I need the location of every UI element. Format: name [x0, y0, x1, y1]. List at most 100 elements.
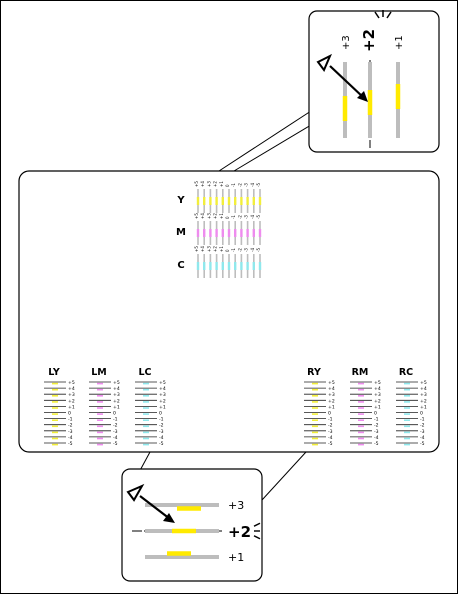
pattern-tick-label: +4 [200, 246, 205, 252]
side-value-label: -4 [374, 435, 379, 441]
pattern-tick-label: -5 [256, 248, 261, 252]
pattern-tick-label: -3 [244, 248, 249, 252]
side-value-label: -5 [420, 441, 425, 447]
side-column-label-lc: LC [138, 367, 151, 378]
pattern-tick-label: 0 [225, 184, 230, 187]
pattern-tick-label: +2 [213, 213, 218, 219]
side-value-label: +4 [420, 386, 427, 392]
side-value-label: -5 [68, 441, 73, 447]
eye-icon [316, 53, 332, 72]
side-value-label: -2 [68, 423, 73, 429]
side-value-label: -1 [328, 417, 333, 423]
pattern-tick-label: +1 [219, 181, 224, 187]
pattern-tick-label: -1 [231, 183, 236, 187]
side-value-label: 0 [374, 411, 377, 417]
side-value-label: +1 [159, 404, 166, 410]
zoom-bottom-emphasis-mark [253, 535, 261, 540]
pattern-tick-label: -5 [256, 183, 261, 187]
zoom-bottom-arrow [139, 495, 171, 520]
arrow-head-icon [163, 513, 175, 523]
arrow-head-icon [357, 91, 368, 102]
zoom-top-emphasis-mark [386, 11, 392, 19]
side-value-label: +2 [159, 398, 166, 404]
side-value-label: +5 [420, 380, 427, 386]
side-value-label: 0 [113, 411, 116, 417]
zoom-box-top: +3+2+1 [308, 10, 440, 153]
side-value-label: -3 [113, 429, 118, 435]
side-value-label: +1 [328, 404, 335, 410]
pattern-tick-label: +2 [213, 181, 218, 187]
side-value-label: +4 [68, 386, 75, 392]
side-value-label: -5 [374, 441, 379, 447]
pattern-tick-label: -2 [237, 183, 242, 187]
side-column-rc: RC +5+4+3+2+10-1-2-3-4-5 [396, 367, 427, 447]
callout-line-top-left [218, 110, 312, 172]
pattern-tick-label: -4 [250, 183, 255, 187]
side-value-label: -4 [420, 435, 425, 441]
pattern-tick-label: -2 [237, 215, 242, 219]
side-column-ry: RY+5+4+3+2+10-1-2-3-4-5 [304, 367, 335, 447]
side-value-label: +2 [420, 398, 427, 404]
zoom-bottom-label-2: +1 [228, 551, 244, 564]
side-value-label: -5 [328, 441, 333, 447]
side-value-label: +2 [68, 398, 75, 404]
pattern-tick-label: -1 [231, 215, 236, 219]
side-value-label: -2 [420, 423, 425, 429]
zoom-box-bottom-frame [121, 468, 263, 582]
side-value-label: -3 [420, 429, 425, 435]
side-value-label: +2 [328, 398, 335, 404]
zoom-top-label-2: +1 [394, 35, 405, 50]
pattern-tick-label: -2 [237, 248, 242, 252]
side-value-label: -3 [68, 429, 73, 435]
zoom-box-bottom: +3+2+1 [121, 468, 263, 582]
side-value-label: +3 [328, 392, 335, 398]
pattern-tick-label: -1 [231, 248, 236, 252]
zoom-bottom-label-0: +3 [228, 499, 244, 512]
pattern-tick-label: +5 [194, 213, 199, 219]
side-value-label: +1 [68, 404, 75, 410]
side-value-label: -4 [68, 435, 73, 441]
side-value-label: -1 [374, 417, 379, 423]
side-value-label: +3 [68, 392, 75, 398]
pattern-tick-label: +2 [213, 246, 218, 252]
side-value-label: +5 [328, 380, 335, 386]
zoom-bottom-emphasis-mark [253, 522, 261, 527]
pattern-tick-label: 0 [225, 216, 230, 219]
chart-sheet [18, 170, 440, 453]
side-column-label-rc: RC [399, 367, 413, 378]
side-value-label: +2 [374, 398, 381, 404]
side-value-label: +5 [113, 380, 120, 386]
pattern-tick-label: -4 [250, 248, 255, 252]
side-value-label: -1 [420, 417, 425, 423]
side-value-label: +3 [420, 392, 427, 398]
side-value-label: 0 [420, 411, 423, 417]
side-value-label: +4 [374, 386, 381, 392]
side-value-label: +5 [68, 380, 75, 386]
side-value-label: +1 [420, 404, 427, 410]
zoom-top-label-0: +3 [341, 35, 352, 50]
side-column-lm: LM+5+4+3+2+10-1-2-3-4-5 [89, 367, 120, 447]
side-column-ly: LY+5+4+3+2+10-1-2-3-4-5 [44, 367, 75, 447]
side-value-label: -1 [68, 417, 73, 423]
side-value-label: +3 [113, 392, 120, 398]
side-value-label: -4 [328, 435, 333, 441]
side-value-label: -3 [159, 429, 164, 435]
pattern-tick-label: +3 [206, 213, 211, 219]
side-value-label: +2 [113, 398, 120, 404]
pattern-tick-label: +4 [200, 213, 205, 219]
side-value-label: +4 [328, 386, 335, 392]
pattern-label-m: M [176, 227, 186, 238]
side-column-lc: LC+5+4+3+2+10-1-2-3-4-5 [135, 367, 166, 447]
pattern-tick-label: +4 [200, 181, 205, 187]
side-value-label: +3 [374, 392, 381, 398]
side-column-rm: RM+5+4+3+2+10-1-2-3-4-5 [350, 367, 381, 447]
side-value-label: +4 [113, 386, 120, 392]
side-value-label: +5 [374, 380, 381, 386]
side-value-label: +4 [159, 386, 166, 392]
pattern-tick-label: -3 [244, 183, 249, 187]
